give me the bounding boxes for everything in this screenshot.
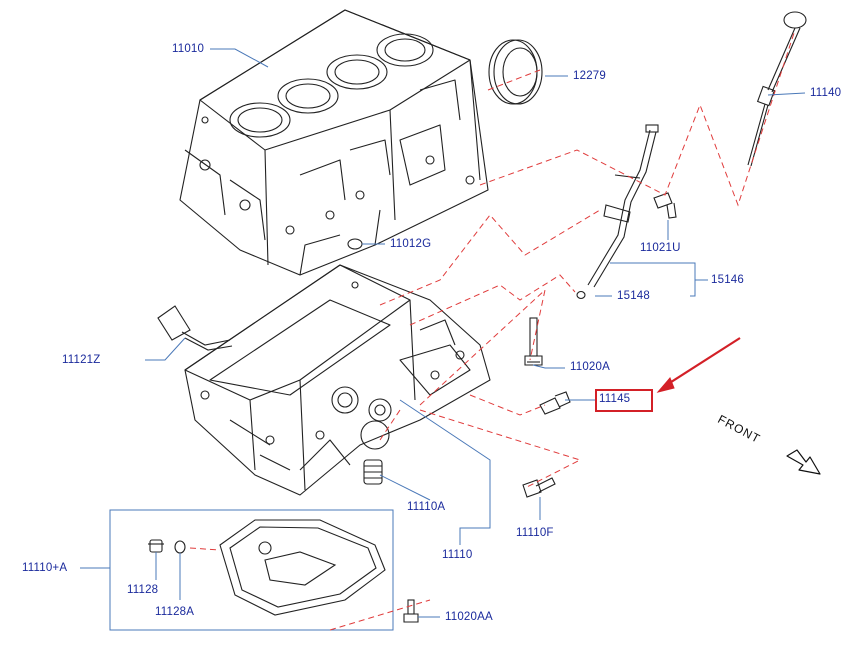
drain-plug-11128 — [148, 539, 164, 553]
leader-lines — [80, 48, 806, 618]
label-11020aa: 11020AA — [445, 611, 493, 623]
label-11110f: 11110F — [516, 527, 554, 539]
label-11110a: 11110A — [407, 501, 446, 513]
o-ring-15148 — [576, 290, 586, 300]
red-callout-arrow-icon — [656, 337, 741, 393]
bolt-11020aa — [403, 599, 419, 623]
label-11110: 11110 — [442, 549, 473, 561]
oil-dipstick — [747, 11, 807, 167]
stud-11110a — [363, 459, 383, 485]
label-15148: 15148 — [617, 290, 650, 302]
oil-pan-assembly-box — [109, 509, 394, 631]
label-11021u: 11021U — [640, 242, 681, 254]
dipstick-guide-tube — [587, 124, 659, 288]
label-11140: 11140 — [810, 87, 842, 99]
label-12279: 12279 — [573, 70, 606, 82]
bolt-11110f — [522, 477, 556, 498]
label-11110-plus-a: 11110+A — [22, 562, 68, 574]
label-11020a: 11020A — [570, 361, 610, 373]
dashed-location-lines — [189, 29, 796, 631]
cylinder-block — [179, 9, 489, 276]
label-11145[interactable]: 11145 — [599, 393, 631, 405]
front-direction-arrow-icon — [786, 449, 821, 475]
bolt-11020a — [524, 317, 543, 366]
oil-pan-lower — [219, 519, 386, 616]
label-11012g: 11012G — [390, 238, 432, 250]
label-15146: 15146 — [711, 274, 744, 286]
bolt-11021u — [653, 192, 677, 219]
rear-oil-seal — [488, 39, 543, 105]
label-11128a: 11128A — [155, 606, 195, 618]
highlight-box-11145 — [595, 389, 653, 412]
strainer-pipe-11121z — [157, 305, 233, 351]
oil-pan-upper — [184, 264, 491, 496]
oil-pressure-switch-11145 — [539, 391, 571, 415]
label-11121z: 11121Z — [62, 354, 101, 366]
washer-11128a — [174, 540, 186, 554]
label-11128: 11128 — [127, 584, 159, 596]
label-11010: 11010 — [172, 43, 205, 55]
